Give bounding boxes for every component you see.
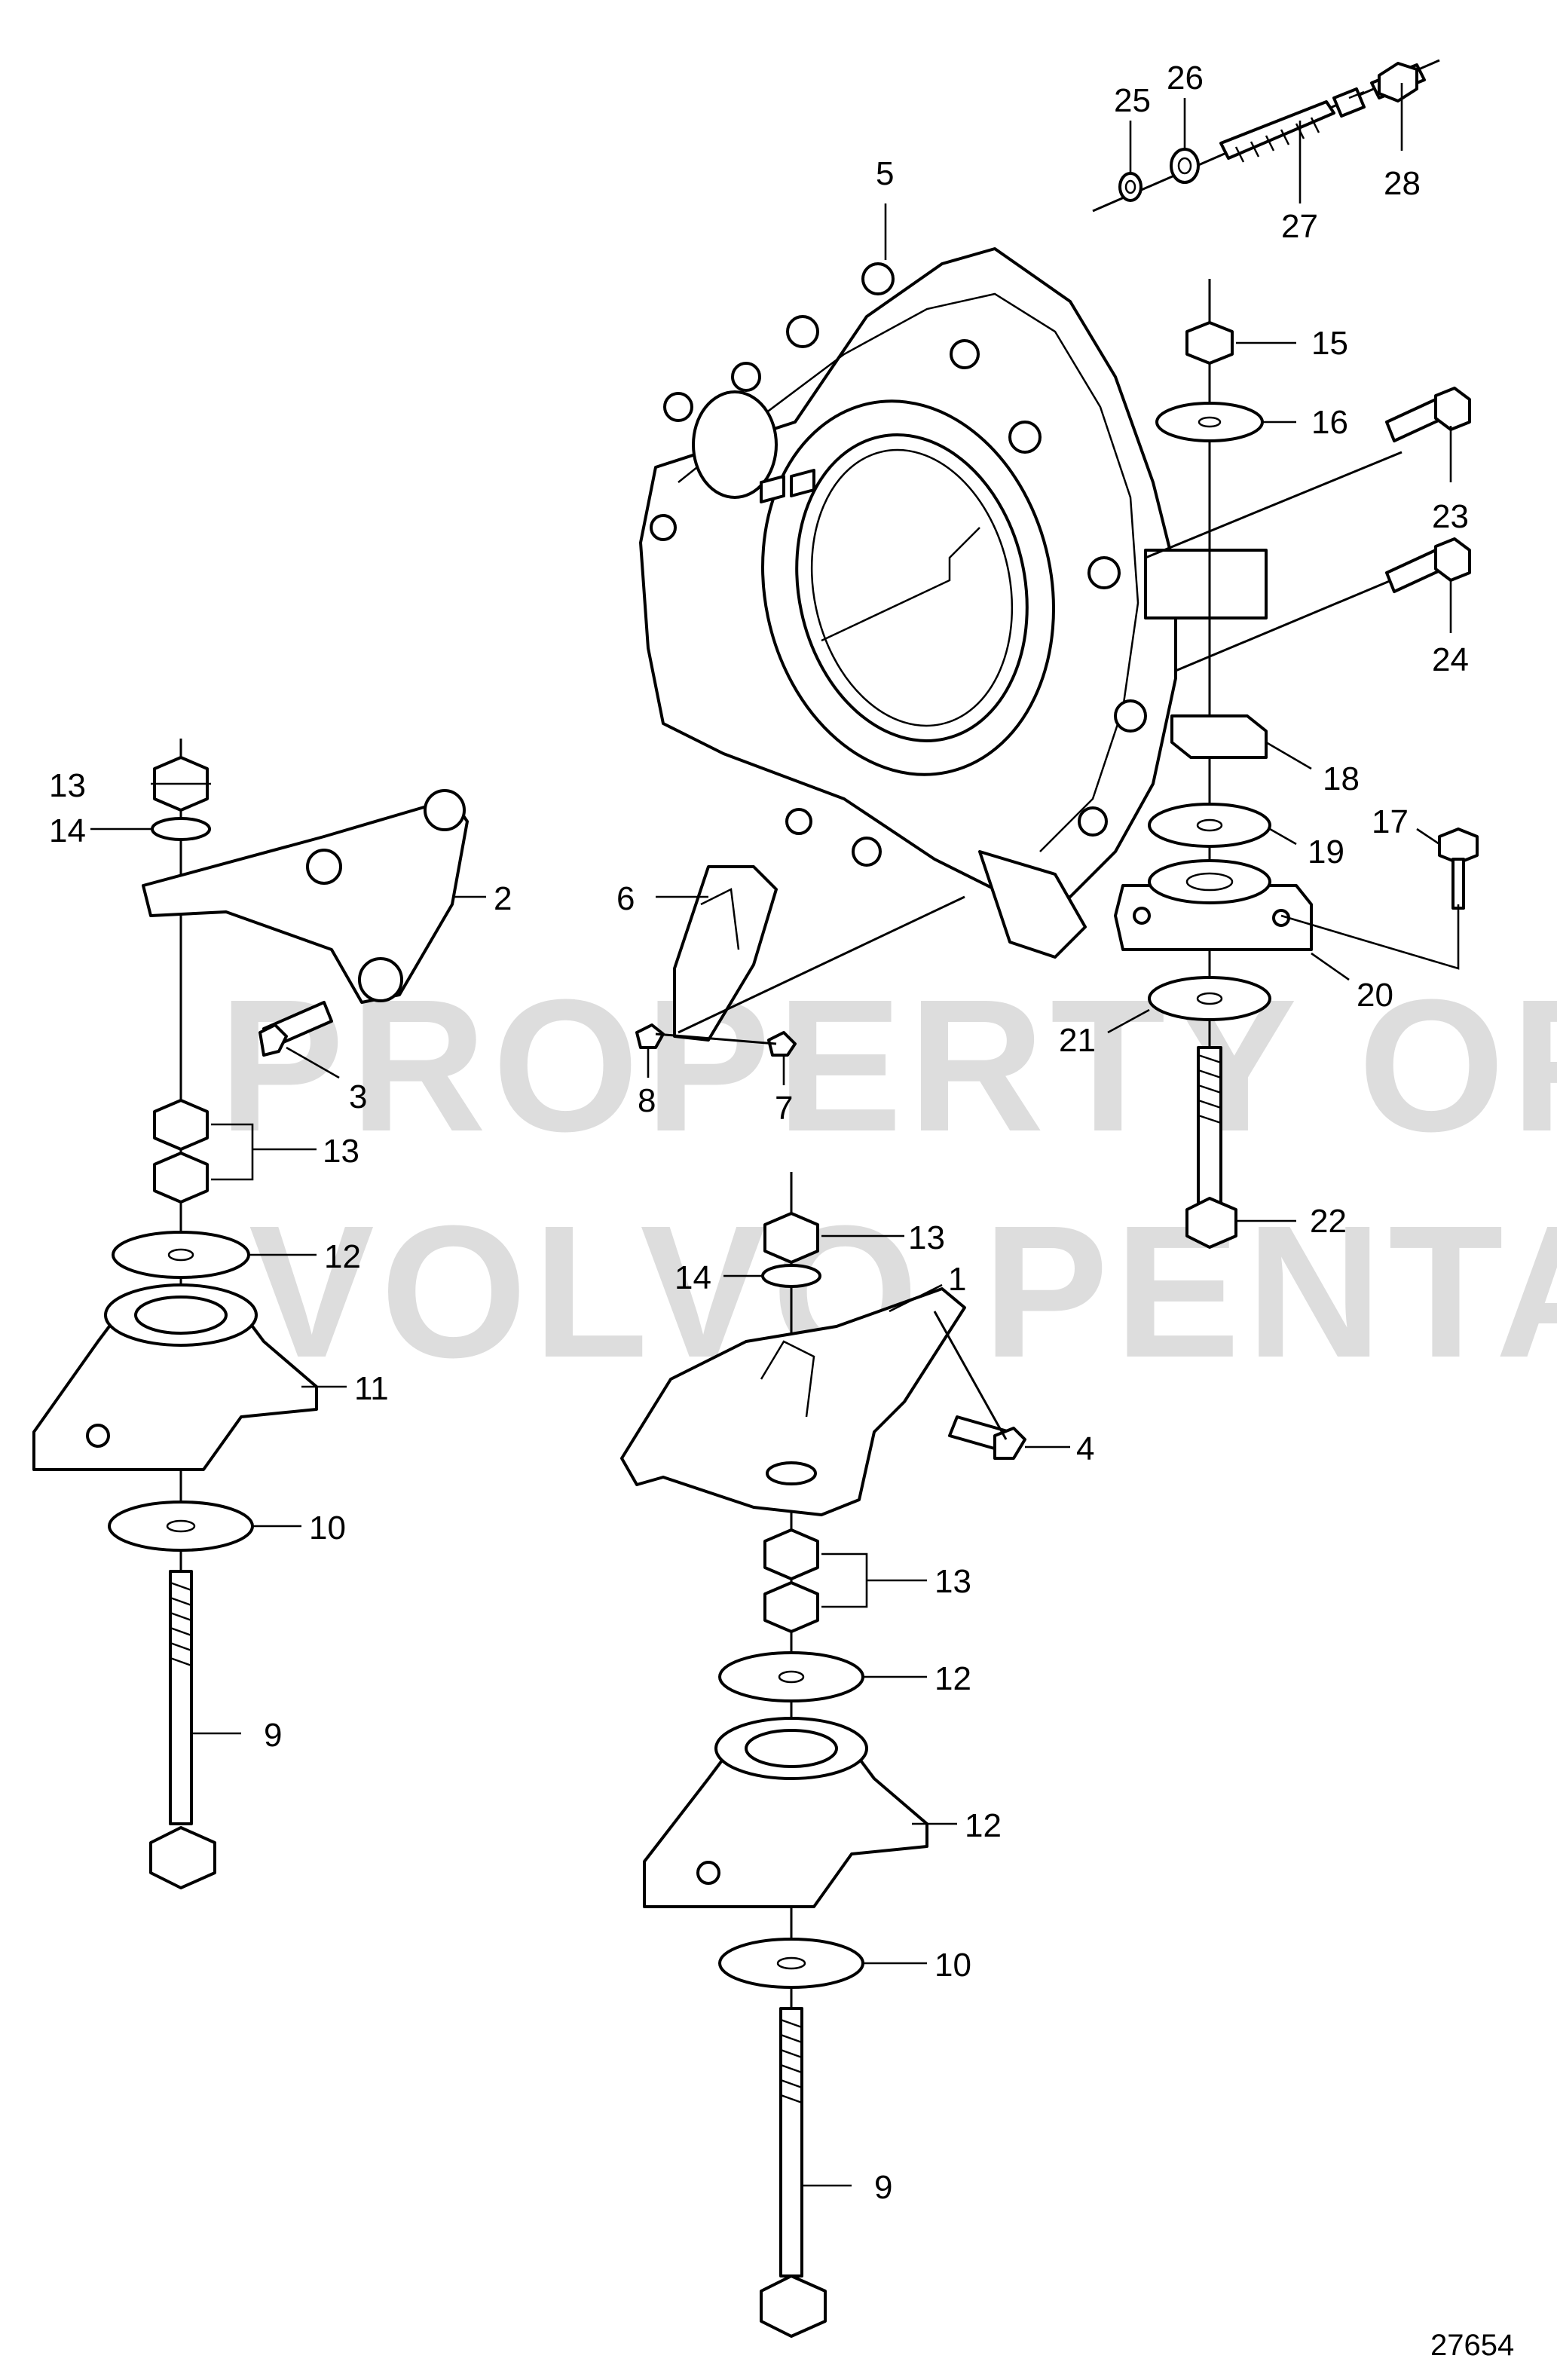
callout-17: 17	[1372, 803, 1409, 840]
callout-13-left-pair: 13	[323, 1133, 359, 1170]
callout-16: 16	[1311, 404, 1348, 441]
callout-15: 15	[1311, 325, 1348, 362]
callout-9-center: 9	[874, 2169, 892, 2206]
bracket-6-assembly	[635, 865, 965, 1057]
callout-20: 20	[1357, 977, 1393, 1014]
left-mount-assembly	[32, 739, 469, 1889]
callout-labels: 25 26 27 28 5 15 16 23 24 18 19 17 20 21…	[49, 60, 1469, 2206]
watermark: PROPERTY OF VOLVO PENTA	[219, 960, 1557, 1396]
callout-13-top-left: 13	[49, 767, 86, 804]
callout-14-center: 14	[674, 1259, 711, 1296]
callout-13-center-top: 13	[908, 1219, 945, 1256]
callout-18: 18	[1323, 760, 1360, 797]
callout-24: 24	[1432, 641, 1469, 678]
callout-13-center-pair: 13	[935, 1563, 971, 1600]
callout-10-left: 10	[309, 1510, 346, 1546]
callout-22: 22	[1310, 1203, 1347, 1240]
callout-14-left: 14	[49, 812, 86, 849]
callout-1: 1	[948, 1261, 966, 1298]
leader-lines	[90, 83, 1452, 2187]
bolt-17	[1280, 827, 1479, 970]
callout-5: 5	[876, 155, 894, 192]
callout-21: 21	[1059, 1022, 1096, 1059]
callout-27: 27	[1281, 208, 1318, 245]
rear-mount-stack	[1114, 279, 1313, 1249]
callout-12-left: 12	[324, 1238, 361, 1275]
center-mount-assembly	[620, 1172, 1026, 2338]
drawing-number: 27654	[1430, 2329, 1514, 2362]
callout-26: 26	[1167, 60, 1204, 96]
callout-6: 6	[616, 880, 635, 917]
watermark-line-1: PROPERTY OF	[219, 960, 1557, 1170]
callout-2: 2	[494, 880, 512, 917]
housing-bolts	[1145, 387, 1471, 672]
callout-19: 19	[1308, 834, 1344, 870]
callout-8: 8	[638, 1082, 656, 1119]
housing-bolt-holes	[650, 262, 1147, 867]
callout-28: 28	[1384, 165, 1421, 202]
callout-4: 4	[1076, 1430, 1094, 1467]
callout-25: 25	[1114, 82, 1151, 119]
callout-12-center-mount: 12	[965, 1807, 1002, 1844]
callout-12-center-washer: 12	[935, 1660, 971, 1697]
callout-3: 3	[349, 1078, 367, 1115]
flywheel-housing	[639, 247, 1268, 959]
callout-23: 23	[1432, 498, 1469, 535]
callout-9-left: 9	[264, 1717, 282, 1754]
callout-10-center: 10	[935, 1947, 971, 1984]
callout-7: 7	[775, 1090, 793, 1127]
callout-11: 11	[354, 1370, 389, 1407]
